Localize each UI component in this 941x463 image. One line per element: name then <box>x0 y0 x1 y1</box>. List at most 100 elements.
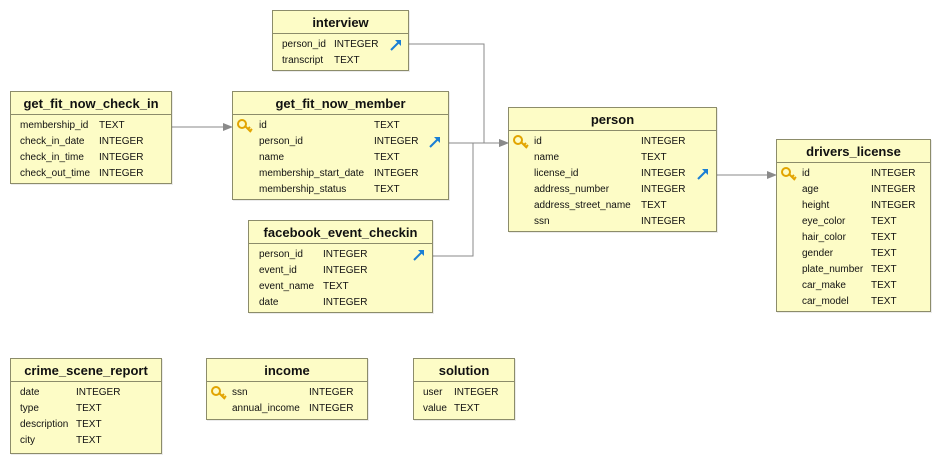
column-row[interactable]: plate_number TEXT <box>777 262 930 278</box>
column-row[interactable]: check_out_time INTEGER <box>11 166 171 182</box>
column-row[interactable]: car_make TEXT <box>777 278 930 294</box>
column-type: TEXT <box>374 184 400 195</box>
column-name: date <box>259 297 279 308</box>
column-row[interactable]: type TEXT <box>11 401 161 417</box>
column-row[interactable]: membership_status TEXT <box>233 182 448 198</box>
table-title: income <box>207 359 367 382</box>
column-row[interactable]: address_number INTEGER <box>509 182 716 198</box>
column-row[interactable]: date INTEGER <box>249 295 432 311</box>
column-row[interactable]: name TEXT <box>233 150 448 166</box>
column-row[interactable]: name TEXT <box>509 150 716 166</box>
table-get-fit-now-check-in[interactable]: get_fit_now_check_in membership_id TEXT … <box>10 91 172 184</box>
link-icon <box>412 248 426 262</box>
column-type: INTEGER <box>641 136 686 147</box>
column-row[interactable]: id INTEGER <box>509 134 716 150</box>
link-icon <box>428 135 442 149</box>
column-row[interactable]: check_in_date INTEGER <box>11 134 171 150</box>
column-row[interactable]: annual_income INTEGER <box>207 401 367 417</box>
column-name: type <box>20 403 39 414</box>
table-get-fit-now-member[interactable]: get_fit_now_member id TEXT person_id INT… <box>232 91 449 200</box>
table-person[interactable]: person id INTEGER name TEXT license_id I… <box>508 107 717 232</box>
column-row[interactable]: transcript TEXT <box>273 53 408 69</box>
table-facebook-event-checkin[interactable]: facebook_event_checkin person_id INTEGER… <box>248 220 433 313</box>
column-type: TEXT <box>374 120 400 131</box>
column-type: INTEGER <box>641 168 686 179</box>
column-type: TEXT <box>323 281 349 292</box>
column-row[interactable]: value TEXT <box>414 401 514 417</box>
column-name: description <box>20 419 69 430</box>
column-name: eye_color <box>802 216 846 227</box>
table-title: drivers_license <box>777 140 930 163</box>
column-row[interactable]: age INTEGER <box>777 182 930 198</box>
column-name: id <box>534 136 542 147</box>
column-name: car_make <box>802 280 846 291</box>
column-type: TEXT <box>76 435 102 446</box>
column-row[interactable]: description TEXT <box>11 417 161 433</box>
table-title: facebook_event_checkin <box>249 221 432 244</box>
column-type: TEXT <box>334 55 360 66</box>
column-name: user <box>423 387 443 398</box>
column-type: TEXT <box>641 152 667 163</box>
column-row[interactable]: check_in_time INTEGER <box>11 150 171 166</box>
column-row[interactable]: car_model TEXT <box>777 294 930 310</box>
table-title: crime_scene_report <box>11 359 161 382</box>
table-income[interactable]: income ssn INTEGER annual_income INTEGER <box>206 358 368 420</box>
column-row[interactable]: date INTEGER <box>11 385 161 401</box>
table-crime-scene-report[interactable]: crime_scene_report date INTEGER type TEX… <box>10 358 162 454</box>
column-row[interactable]: person_id INTEGER <box>233 134 448 150</box>
column-name: age <box>802 184 819 195</box>
column-name: address_street_name <box>534 200 631 211</box>
table-solution[interactable]: solution user INTEGER value TEXT <box>413 358 515 420</box>
column-type: TEXT <box>871 280 897 291</box>
column-type: INTEGER <box>374 168 419 179</box>
column-name: address_number <box>534 184 610 195</box>
column-row[interactable]: city TEXT <box>11 433 161 449</box>
column-type: TEXT <box>871 232 897 243</box>
column-row[interactable]: eye_color TEXT <box>777 214 930 230</box>
column-name: date <box>20 387 40 398</box>
column-row[interactable]: height INTEGER <box>777 198 930 214</box>
table-title: get_fit_now_member <box>233 92 448 115</box>
column-name: plate_number <box>802 264 864 275</box>
column-row[interactable]: ssn INTEGER <box>207 385 367 401</box>
column-row[interactable]: membership_id TEXT <box>11 118 171 134</box>
column-row[interactable]: ssn INTEGER <box>509 214 716 230</box>
column-name: transcript <box>282 55 324 66</box>
column-type: INTEGER <box>309 387 354 398</box>
column-row[interactable]: id INTEGER <box>777 166 930 182</box>
column-type: INTEGER <box>99 152 144 163</box>
key-icon <box>513 135 529 149</box>
column-name: id <box>802 168 810 179</box>
column-type: TEXT <box>641 200 667 211</box>
column-row[interactable]: person_id INTEGER <box>273 37 408 53</box>
column-row[interactable]: event_id INTEGER <box>249 263 432 279</box>
column-type: INTEGER <box>871 168 916 179</box>
table-title: get_fit_now_check_in <box>11 92 171 115</box>
column-type: INTEGER <box>871 200 916 211</box>
table-drivers-license[interactable]: drivers_license id INTEGER age INTEGER h… <box>776 139 931 312</box>
column-name: hair_color <box>802 232 846 243</box>
table-title: solution <box>414 359 514 382</box>
column-row[interactable]: id TEXT <box>233 118 448 134</box>
column-type: TEXT <box>76 403 102 414</box>
column-row[interactable]: event_name TEXT <box>249 279 432 295</box>
column-name: person_id <box>282 39 326 50</box>
table-interview[interactable]: interview person_id INTEGER transcript T… <box>272 10 409 71</box>
key-icon <box>781 167 797 181</box>
column-row[interactable]: user INTEGER <box>414 385 514 401</box>
column-row[interactable]: license_id INTEGER <box>509 166 716 182</box>
column-name: id <box>259 120 267 131</box>
column-row[interactable]: membership_start_date INTEGER <box>233 166 448 182</box>
column-type: INTEGER <box>871 184 916 195</box>
column-type: INTEGER <box>99 168 144 179</box>
column-type: INTEGER <box>454 387 499 398</box>
column-name: name <box>534 152 560 163</box>
key-icon <box>211 386 227 400</box>
column-row[interactable]: address_street_name TEXT <box>509 198 716 214</box>
column-row[interactable]: hair_color TEXT <box>777 230 930 246</box>
column-type: TEXT <box>871 216 897 227</box>
column-row[interactable]: person_id INTEGER <box>249 247 432 263</box>
column-type: TEXT <box>871 248 897 259</box>
column-name: license_id <box>534 168 579 179</box>
column-row[interactable]: gender TEXT <box>777 246 930 262</box>
